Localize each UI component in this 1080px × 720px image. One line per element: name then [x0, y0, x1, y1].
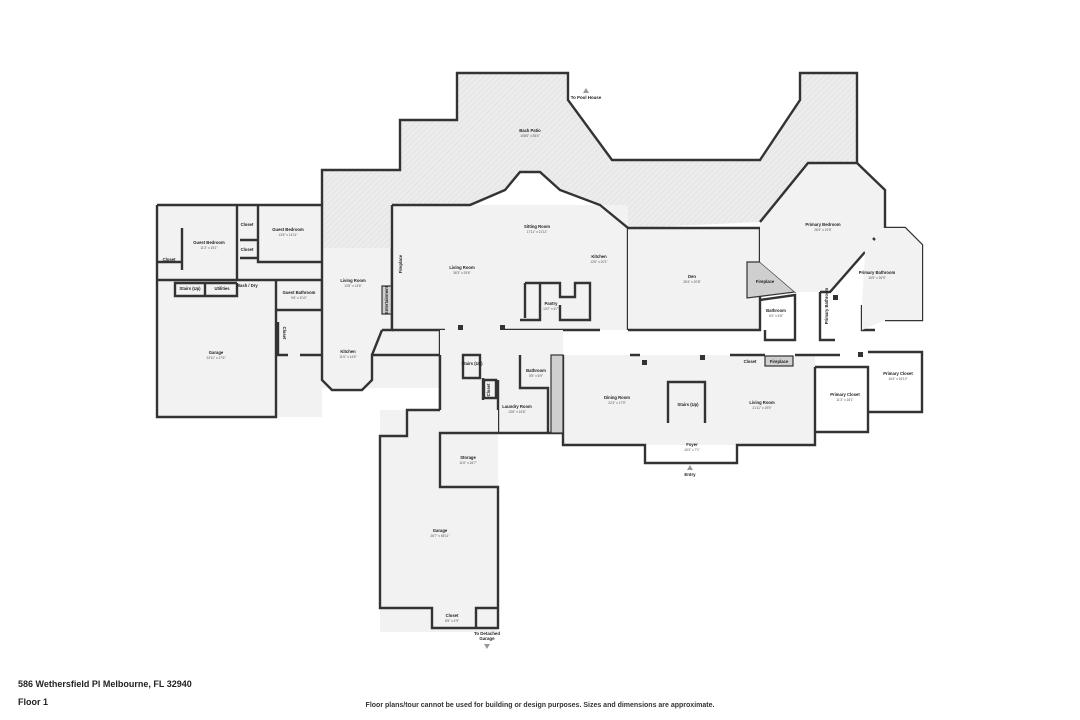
- laundry-room-label: Laundry Room: [502, 404, 532, 409]
- kitchen-center-label: Kitchen: [591, 254, 607, 259]
- column: [500, 325, 505, 330]
- utilities-label: Utilities: [214, 286, 230, 291]
- disclaimer: Floor plans/tour cannot be used for buil…: [365, 702, 715, 709]
- stairs-up-center-label: Stairs (Up): [461, 361, 483, 366]
- wash-dry-label: Wash / Dry: [236, 283, 258, 288]
- sitting-room-dims: 17'11" x 21'11": [527, 230, 548, 234]
- garage-left-label: Garage: [209, 350, 224, 355]
- primary-bathroom-floor: [862, 228, 922, 330]
- stairs-utility-box: [173, 281, 239, 298]
- closet-laundry-label: Closet: [486, 383, 491, 396]
- floor-label: Floor 1: [18, 697, 49, 707]
- stairs-up-foyer-label: Stairs (Up): [677, 402, 699, 407]
- pool-house-annotation: To Pool House: [571, 95, 602, 100]
- detached-garage-annotation-line2: Garage: [479, 636, 495, 641]
- detached-garage-arrow-icon: [484, 644, 490, 649]
- entry-annotation: Entry: [684, 472, 696, 477]
- column: [642, 360, 647, 365]
- pool-house-arrow-icon: [583, 88, 589, 93]
- garage-left-dims: 23'11" x 27'6": [206, 356, 225, 360]
- closet-left-label: Closet: [163, 257, 176, 262]
- dining-room-dims: 22'4" x 17'9": [608, 401, 625, 405]
- fireplace-right-label: Fireplace: [770, 359, 789, 364]
- room-labels: Back Patio 108'6" x 35'4" Sitting Room 1…: [163, 128, 914, 623]
- sitting-room-label: Sitting Room: [524, 224, 550, 229]
- storage-label: Storage: [460, 455, 476, 460]
- pantry-dims: 10'2" x 6'7": [543, 307, 559, 311]
- bathroom-center-dims: 5'5" x 6'9": [529, 374, 543, 378]
- den-dims: 26'4" x 20'8": [683, 280, 700, 284]
- direction-annotations: To Pool House Entry To Detached Garage: [474, 88, 696, 649]
- column: [833, 295, 838, 300]
- dining-room-label: Dining Room: [604, 395, 630, 400]
- bathroom-den-label: Bathroom: [766, 308, 786, 313]
- fireplace-left-label: Fireplace: [398, 254, 403, 273]
- foyer-label: Foyer: [686, 442, 698, 447]
- den-floor: [628, 228, 760, 330]
- primary-bedroom-dims: 28'4" x 19'5": [814, 228, 831, 232]
- entertainment-label: Entertainment: [384, 285, 389, 314]
- center-main-floor: [392, 205, 628, 330]
- garage-bottom-label: Garage: [433, 528, 448, 533]
- bottom-garage-walls: [378, 408, 500, 630]
- primary-bathroom-small-label: Primary Bathroom: [824, 287, 829, 324]
- primary-closet-b-dims: 16'4" x 16'10": [888, 377, 907, 381]
- living-room-left-dims: 13'5" x 14'6": [344, 284, 361, 288]
- guest-bedroom-mid-label: Guest Bedroom: [272, 227, 304, 232]
- bathroom-center-label: Bathroom: [526, 368, 546, 373]
- closet-garage-label: Closet: [282, 327, 287, 340]
- laundry-pillar: [550, 354, 564, 434]
- pantry-label: Pantry: [544, 301, 558, 306]
- front-block-floor: [563, 355, 815, 445]
- guest-bedroom-mid-dims: 13'6" x 14'11": [278, 233, 297, 237]
- guest-bedroom-left-dims: 11'3" x 15'1": [200, 246, 217, 250]
- living-room-left-label: Living Room: [340, 278, 366, 283]
- foyer-stairs: [666, 380, 707, 423]
- living-room-center-label: Living Room: [449, 265, 475, 270]
- primary-bedroom-floor: [760, 163, 885, 292]
- back-patio-dims: 108'6" x 35'4": [520, 134, 539, 138]
- living-room-right-dims: 21'11" x 19'5": [752, 406, 771, 410]
- primary-bathroom-dims: 16'5" x 26'9": [868, 276, 885, 280]
- column: [700, 355, 705, 360]
- closet-top-label: Closet: [241, 222, 254, 227]
- primary-closet-a-dims: 11'3" x 18'1": [836, 398, 853, 402]
- back-patio-label: Back Patio: [519, 128, 541, 133]
- guest-bathroom-label: Guest Bathroom: [283, 290, 316, 295]
- property-address: 586 Wethersfield Pl Melbourne, FL 32940: [18, 679, 192, 689]
- fireplace-right-shape: [764, 355, 794, 367]
- kitchen-left-label: Kitchen: [340, 349, 356, 354]
- garage-bottom-dims: 26'7" x 65'11": [430, 534, 449, 538]
- stairs-up-left-label: Stairs (Up): [179, 286, 201, 291]
- closet-bottom-dims: 8'5" x 4'9": [445, 619, 459, 623]
- primary-closet-a-label: Primary Closet: [830, 392, 860, 397]
- column: [858, 352, 863, 357]
- foyer-dims: 16'3" x 7'1": [684, 448, 700, 452]
- guest-bedroom-left-label: Guest Bedroom: [193, 240, 225, 245]
- guest-bathroom-dims: 9'6" x 5'10": [291, 296, 307, 300]
- primary-closet-b-label: Primary Closet: [883, 371, 913, 376]
- closet-bottom-label: Closet: [446, 613, 459, 618]
- column: [458, 325, 463, 330]
- living-room-right-label: Living Room: [749, 400, 775, 405]
- detached-garage-annotation-line1: To Detached: [474, 631, 500, 636]
- living-room-center-dims: 36'3" x 29'6": [453, 271, 470, 275]
- kitchen-center-dims: 12'6" x 20'1": [590, 260, 607, 264]
- center-main-walls: [390, 170, 630, 332]
- storage-dims: 11'6" x 16'7": [459, 461, 476, 465]
- primary-bathroom-label: Primary Bathroom: [859, 270, 896, 275]
- primary-bedroom-label: Primary Bedroom: [805, 222, 840, 227]
- closet-mid-label: Closet: [241, 247, 254, 252]
- bathroom-den-dims: 6'4" x 6'8": [769, 314, 783, 318]
- entry-arrow-icon: [687, 465, 693, 470]
- fireplace-den-label: Fireplace: [756, 279, 775, 284]
- kitchen-left-dims: 11'6" x 14'6": [339, 355, 356, 359]
- back-patio-outline: [320, 71, 859, 205]
- den-label: Den: [688, 274, 696, 279]
- closet-right-label: Closet: [744, 359, 757, 364]
- laundry-room-dims: 13'6" x 16'6": [508, 410, 525, 414]
- pantry-walls: [520, 281, 592, 322]
